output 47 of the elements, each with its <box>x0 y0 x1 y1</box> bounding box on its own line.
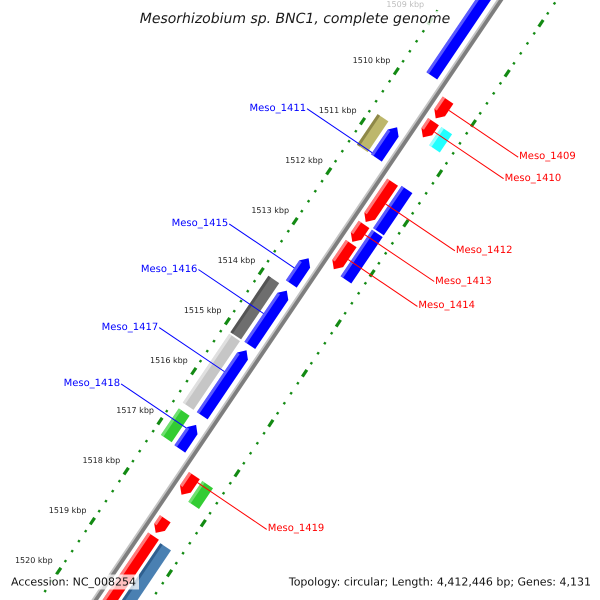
gene-feature <box>364 178 398 222</box>
leader-line <box>364 234 435 282</box>
gene-label: Meso_1412 <box>456 246 512 256</box>
scale-label: 1515 kbp <box>184 307 222 316</box>
scale-label: 1514 kbp <box>218 257 256 266</box>
gene-feature <box>244 290 288 349</box>
scale-label: 1510 kbp <box>352 57 390 66</box>
gene-feature <box>429 127 452 152</box>
leader-line <box>448 110 519 158</box>
accession-label: Accession: NC_008254 <box>8 574 140 590</box>
gene-feature <box>421 118 439 138</box>
leader-line <box>434 132 504 180</box>
gene-feature <box>286 258 310 288</box>
leader-line <box>385 204 456 252</box>
gene-feature <box>188 481 213 509</box>
scale-label: 1520 kbp <box>14 557 53 566</box>
scale-label: 1516 kbp <box>150 357 188 366</box>
gene-feature <box>371 127 399 162</box>
gene-feature <box>332 240 357 270</box>
leader-line <box>228 223 295 268</box>
gene-label: Meso_1413 <box>435 276 492 286</box>
leader-line <box>198 269 264 314</box>
scale-label: 1517 kbp <box>116 407 154 416</box>
gene-feature <box>154 515 171 533</box>
leader-line <box>348 259 418 307</box>
gene-label: Meso_1411 <box>250 104 306 114</box>
gene-label: Meso_1418 <box>64 378 120 389</box>
leader-line <box>197 482 268 530</box>
gene-feature <box>350 220 370 242</box>
gene-label: Meso_1409 <box>519 152 576 162</box>
scale-label: 1511 kbp <box>318 107 357 116</box>
gene-label: Meso_1414 <box>418 301 475 312</box>
gene-label: Meso_1417 <box>102 322 158 333</box>
scale-label: 1519 kbp <box>48 507 86 516</box>
gene-label: Meso_1416 <box>140 264 198 275</box>
gene-label: Meso_1419 <box>268 524 324 534</box>
scale-label: 1512 kbp <box>285 157 323 166</box>
leader-line <box>158 327 225 372</box>
scale-label: 1513 kbp <box>251 207 290 216</box>
gene-label: Meso_1410 <box>504 174 562 184</box>
gene-feature <box>174 424 198 453</box>
leader-line <box>120 383 187 428</box>
scale-label: 1518 kbp <box>82 457 120 466</box>
gene-feature <box>434 96 454 118</box>
gene-feature <box>196 350 248 420</box>
leader-line <box>306 108 373 154</box>
gene-label: Meso_1415 <box>172 218 228 229</box>
